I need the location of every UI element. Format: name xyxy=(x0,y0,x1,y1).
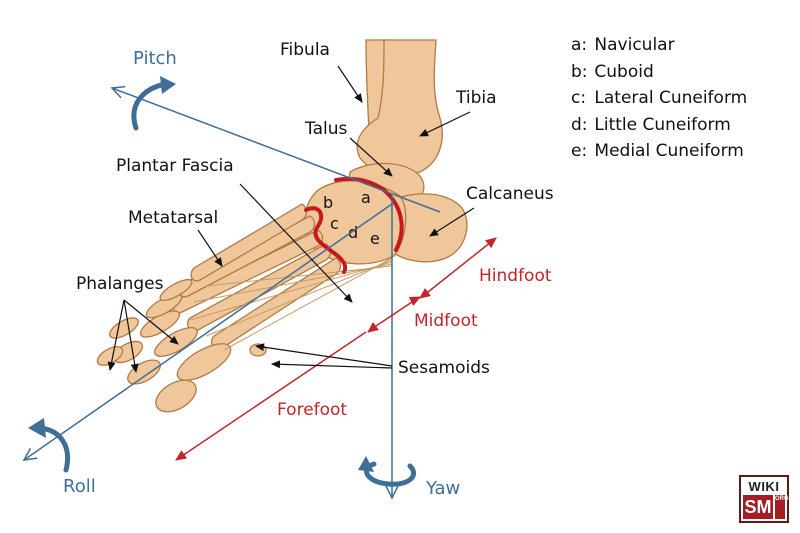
bone-letter-d: d xyxy=(348,223,358,242)
rotation-axes xyxy=(24,88,441,498)
legend-name: Lateral Cuneiform xyxy=(594,88,748,108)
legend-item-navicular: a: Navicular xyxy=(571,32,747,59)
legend-name: Cuboid xyxy=(594,61,654,82)
toe-4-distal xyxy=(109,317,139,339)
label-calcaneus: Calcaneus xyxy=(466,184,554,204)
calcaneus-pointer xyxy=(429,207,475,237)
bone-letter-a: a xyxy=(361,188,371,207)
forefoot-range xyxy=(175,331,367,461)
rotation-arrows xyxy=(28,76,417,487)
phalanges-pointer-1 xyxy=(107,299,125,371)
legend-item-lateral-cuneiform: c: Lateral Cuneiform xyxy=(571,85,747,112)
label-hindfoot: Hindfoot xyxy=(479,266,552,286)
legend-item-cuboid: b: Cuboid xyxy=(571,59,747,86)
hindfoot-range xyxy=(427,237,497,293)
fibula-pointer xyxy=(337,65,363,103)
logo-top-text: WIKI xyxy=(748,479,780,494)
legend-letter: e: xyxy=(571,141,588,161)
label-talus: Talus xyxy=(305,119,348,139)
sesamoids-pointer-1 xyxy=(255,343,393,367)
wikism-logo: WIKI SM ORG xyxy=(739,475,789,523)
metatarsal-pointer xyxy=(197,229,223,267)
bone-letter-c: c xyxy=(330,214,339,233)
label-phalanges: Phalanges xyxy=(76,274,164,294)
label-plantar-fascia: Plantar Fascia xyxy=(116,156,234,176)
label-forefoot: Forefoot xyxy=(277,400,348,420)
legend-letter: b: xyxy=(571,61,588,82)
yaw-rotation-icon xyxy=(364,461,417,487)
lisfranc-joint-line xyxy=(304,206,348,274)
phalanges-pointer-2 xyxy=(123,299,139,373)
label-pitch: Pitch xyxy=(133,48,177,69)
label-roll: Roll xyxy=(63,476,96,497)
label-fibula: Fibula xyxy=(280,40,330,60)
phalanges-pointer-3 xyxy=(123,299,179,345)
logo-bottom-text: SM xyxy=(743,495,773,519)
toe-1-distal xyxy=(155,379,197,413)
plantar-fascia-pointer xyxy=(239,183,353,303)
legend-name: Navicular xyxy=(594,35,675,55)
label-midfoot: Midfoot xyxy=(414,311,478,331)
pointer-lines xyxy=(107,65,475,373)
bone-legend: a: Navicular b: Cuboid c: Lateral Cuneif… xyxy=(571,32,747,165)
toe-5-proximal xyxy=(159,278,193,302)
legend-name: Little Cuneiform xyxy=(594,114,731,135)
tibia-pointer xyxy=(419,111,471,137)
legend-name: Medial Cuneiform xyxy=(594,141,744,161)
bone-letter-b: b xyxy=(323,193,333,212)
bone-letter-e: e xyxy=(370,229,380,248)
legend-letter: a: xyxy=(571,35,588,55)
legend-item-little-cuneiform: d: Little Cuneiform xyxy=(571,112,747,139)
talus-pointer xyxy=(349,137,393,177)
legend-letter: c: xyxy=(571,88,587,108)
bone-letters: a b c d e xyxy=(323,188,380,248)
label-sesamoids: Sesamoids xyxy=(398,358,490,378)
label-yaw: Yaw xyxy=(426,478,461,499)
legend-letter: d: xyxy=(571,114,588,135)
midfoot-range xyxy=(375,297,419,327)
region-arrows xyxy=(175,237,497,461)
roll-axis xyxy=(24,203,393,460)
legend-item-medial-cuneiform: e: Medial Cuneiform xyxy=(571,138,747,165)
sesamoids-pointer-2 xyxy=(271,360,393,369)
label-tibia: Tibia xyxy=(456,88,497,108)
pitch-rotation-icon xyxy=(131,81,169,131)
label-metatarsal: Metatarsal xyxy=(128,208,219,228)
toe-2-distal xyxy=(127,359,161,385)
logo-org-text: ORG xyxy=(775,495,789,519)
plantar-fascia-fibres xyxy=(189,257,393,351)
roll-rotation-icon xyxy=(37,425,70,473)
pitch-axis xyxy=(112,88,441,213)
